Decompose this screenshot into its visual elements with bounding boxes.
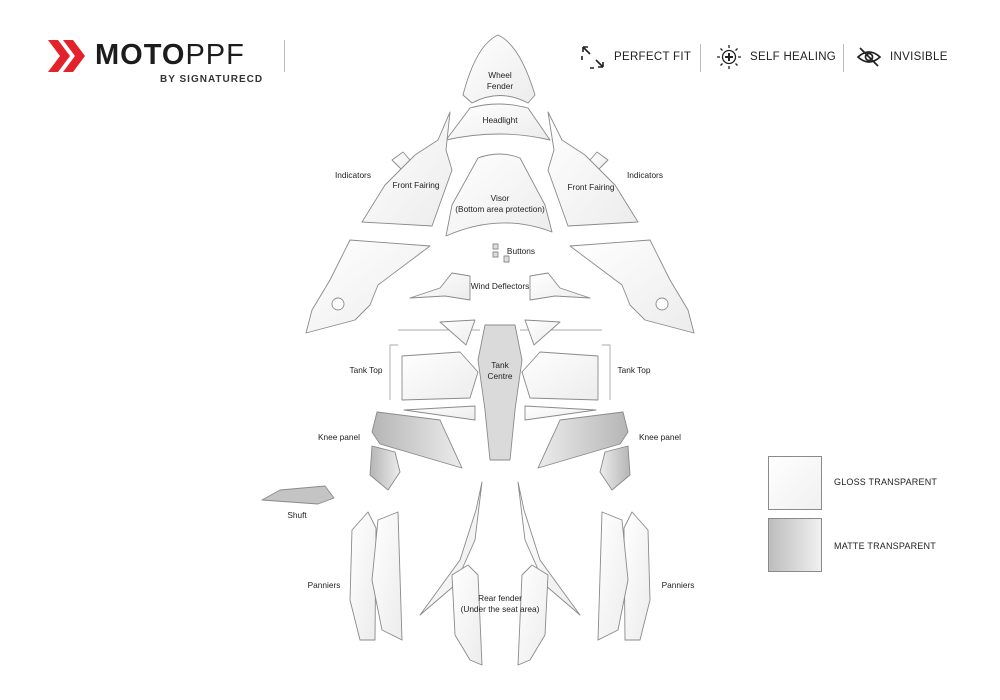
- knee-panel-right-piece: [599, 445, 631, 491]
- legend-label-gloss: GLOSS TRANSPARENT: [834, 477, 938, 487]
- tank-centre-piece: [477, 324, 523, 461]
- part-label-buttons: Buttons: [506, 246, 536, 256]
- legend-swatch-matte: [768, 518, 822, 572]
- part-label-rear-fender: Rear fender(Under the seat area): [460, 593, 540, 614]
- feature-divider: [843, 44, 844, 72]
- part-label-indicators-right: Indicators: [627, 170, 663, 180]
- header-divider: [284, 40, 285, 72]
- feature-divider: [700, 44, 701, 72]
- self-healing-icon: [717, 45, 741, 69]
- knee-panel-left-piece: [371, 411, 463, 469]
- pannier-right-piece: [597, 511, 629, 641]
- rear-fender-right-piece: [517, 564, 549, 666]
- part-label-panniers-right: Panniers: [661, 580, 695, 590]
- tank-top-right-piece: [521, 351, 599, 401]
- pannier-left-piece: [371, 511, 403, 641]
- button-piece: [492, 243, 499, 250]
- button-piece: [492, 251, 499, 258]
- brand-name: MOTOPPF: [95, 39, 245, 71]
- part-label-tank-top-left: Tank Top: [349, 365, 383, 375]
- pannier-left-piece: [349, 511, 377, 641]
- front-fairing-left-piece: [361, 111, 453, 227]
- headlight-piece: [445, 103, 551, 141]
- rear-fender-left-piece: [451, 564, 483, 666]
- part-label-indicators-left: Indicators: [335, 170, 371, 180]
- part-label-knee-panel-left: Knee panel: [318, 432, 360, 442]
- rear-fender-left-piece: [419, 481, 483, 616]
- feature-invisible: INVISIBLE: [856, 46, 948, 68]
- tank-top-right-piece: [524, 319, 561, 346]
- eye-slash-icon: [856, 47, 882, 67]
- front-fairing-right-piece: [547, 111, 639, 227]
- wheel-fender-piece: [462, 34, 536, 104]
- part-label-visor: Visor(Bottom area protection): [455, 193, 545, 214]
- side-fairing-right-piece: [569, 239, 695, 334]
- pannier-right-piece: [623, 511, 651, 641]
- part-label-shuft: Shuft: [287, 510, 307, 520]
- wind-deflector-right-piece: [529, 272, 591, 301]
- tank-top-left-piece: [403, 405, 476, 421]
- tank-top-right-piece: [524, 405, 597, 421]
- button-piece: [503, 255, 510, 263]
- knee-panel-right-piece: [537, 411, 629, 469]
- part-label-panniers-left: Panniers: [307, 580, 341, 590]
- rear-fender-right-piece: [517, 481, 581, 616]
- part-label-headlight: Headlight: [482, 115, 518, 125]
- visor-piece: [445, 153, 553, 237]
- tank-top-left-piece: [439, 319, 476, 346]
- brand-tagline: BY SIGNATURECD: [160, 74, 264, 85]
- part-label-tank-top-right: Tank Top: [617, 365, 651, 375]
- legend-label-matte: MATTE TRANSPARENT: [834, 541, 936, 551]
- feature-self-healing: SELF HEALING: [716, 44, 836, 70]
- tank-top-left-piece: [401, 351, 479, 401]
- wind-deflector-left-piece: [409, 272, 471, 301]
- brand-chevron-logo: [48, 40, 85, 72]
- knee-panel-left-piece: [369, 445, 401, 491]
- legend-swatch-gloss: [768, 456, 822, 510]
- shuft-piece: [261, 485, 335, 505]
- part-label-knee-panel-right: Knee panel: [639, 432, 681, 442]
- arrows-fit-icon: [581, 46, 604, 69]
- part-label-front-fairing-right: Front Fairing: [567, 182, 615, 192]
- part-label-wind-deflectors: Wind Deflectors: [470, 281, 530, 291]
- feature-perfect-fit: PERFECT FIT: [580, 44, 691, 70]
- part-label-front-fairing-left: Front Fairing: [392, 180, 440, 190]
- side-fairing-left-piece: [305, 239, 431, 334]
